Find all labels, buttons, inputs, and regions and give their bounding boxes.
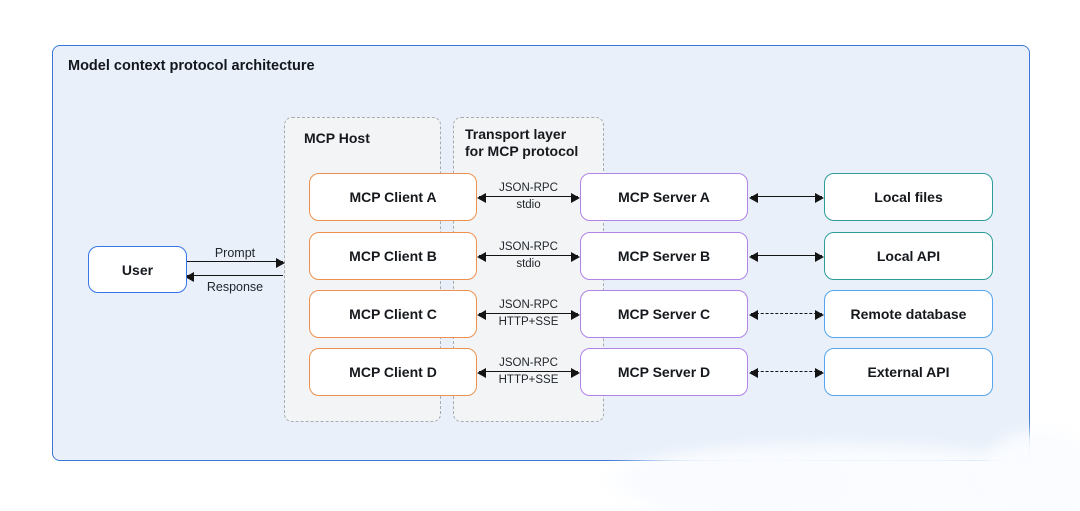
arrowhead-left-icon <box>477 309 486 320</box>
mcp-server-c-node: MCP Server C <box>580 290 748 338</box>
client-server-link-c <box>477 309 580 320</box>
arrowhead-right-icon <box>815 192 824 203</box>
transport-layer-label: Transport layer for MCP protocol <box>465 126 578 160</box>
link-transport-label: HTTP+SSE <box>498 316 559 328</box>
smudge-overlay <box>640 455 840 511</box>
arrowhead-left-icon <box>749 309 758 320</box>
response-arrow <box>185 271 283 282</box>
prompt-arrow <box>187 257 285 268</box>
link-protocol-label: JSON-RPC <box>499 357 558 369</box>
mcp-client-a-node: MCP Client A <box>309 173 477 221</box>
user-node: User <box>88 246 187 293</box>
arrowhead-left-icon <box>749 251 758 262</box>
mcp-host-label: MCP Host <box>304 130 370 146</box>
transport-layer-label-line2: for MCP protocol <box>465 143 579 159</box>
mcp-client-b-node: MCP Client B <box>309 232 477 280</box>
local-files-node: Local files <box>824 173 993 221</box>
arrowhead-right-icon <box>276 257 285 268</box>
link-transport-label: stdio <box>516 258 541 270</box>
link-protocol-label: JSON-RPC <box>499 182 558 194</box>
arrowhead-left-icon <box>477 367 486 378</box>
mcp-client-c-node: MCP Client C <box>309 290 477 338</box>
client-server-link-d <box>477 367 580 378</box>
remote-database-node: Remote database <box>824 290 993 338</box>
arrowhead-left-icon <box>477 192 486 203</box>
diagram-title: Model context protocol architecture <box>68 58 315 74</box>
server-resource-link-c <box>749 309 824 320</box>
client-server-link-a <box>477 192 580 203</box>
arrowhead-right-icon <box>571 251 580 262</box>
local-api-node: Local API <box>824 232 993 280</box>
arrowhead-right-icon <box>571 309 580 320</box>
arrowhead-right-icon <box>571 192 580 203</box>
client-server-link-b <box>477 251 580 262</box>
mcp-client-d-node: MCP Client D <box>309 348 477 396</box>
external-api-node: External API <box>824 348 993 396</box>
response-label: Response <box>206 280 264 294</box>
link-transport-label: stdio <box>516 199 541 211</box>
link-transport-label: HTTP+SSE <box>498 374 559 386</box>
arrowhead-left-icon <box>185 271 194 282</box>
mcp-server-a-node: MCP Server A <box>580 173 748 221</box>
server-resource-link-d <box>749 367 824 378</box>
link-protocol-label: JSON-RPC <box>499 299 558 311</box>
mcp-server-d-node: MCP Server D <box>580 348 748 396</box>
smudge-overlay <box>980 430 1080 511</box>
transport-layer-label-line1: Transport layer <box>465 126 567 142</box>
link-protocol-label: JSON-RPC <box>499 241 558 253</box>
arrowhead-left-icon <box>749 367 758 378</box>
arrowhead-left-icon <box>477 251 486 262</box>
arrowhead-right-icon <box>815 367 824 378</box>
arrowhead-right-icon <box>815 309 824 320</box>
mcp-server-b-node: MCP Server B <box>580 232 748 280</box>
arrowhead-right-icon <box>815 251 824 262</box>
arrowhead-left-icon <box>749 192 758 203</box>
prompt-label: Prompt <box>214 246 256 260</box>
server-resource-link-a <box>749 192 824 203</box>
server-resource-link-b <box>749 251 824 262</box>
arrowhead-right-icon <box>571 367 580 378</box>
